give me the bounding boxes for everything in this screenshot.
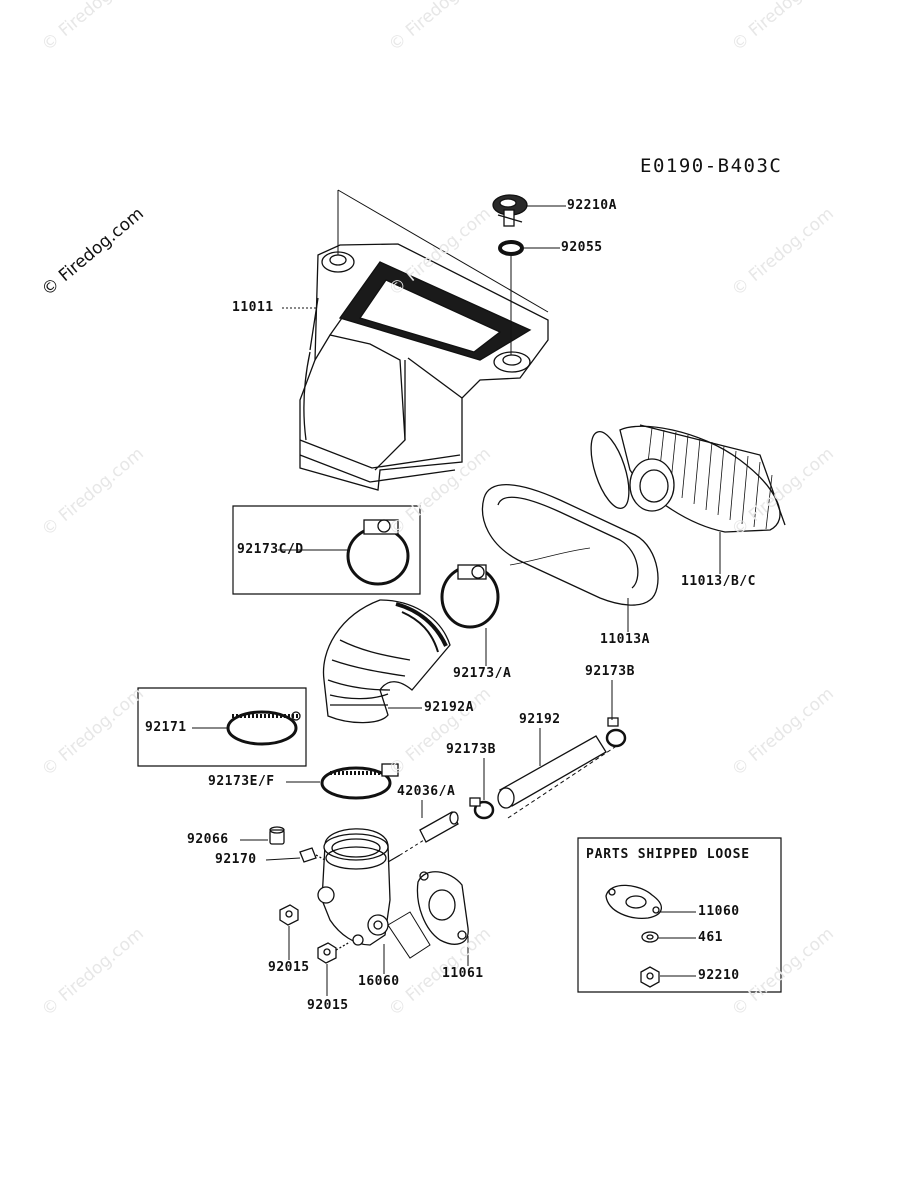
air-cleaner-housing <box>299 243 549 491</box>
callout-92192: 92192 <box>519 712 561 727</box>
small-clamp-mid <box>469 797 495 820</box>
callout-11013A: 11013A <box>600 632 650 647</box>
callout-16060: 16060 <box>358 974 400 989</box>
gasket <box>416 871 469 945</box>
nut-92015-a <box>279 904 299 926</box>
clamp-cd-box <box>232 505 421 595</box>
clamp-92171 <box>226 710 301 746</box>
callout-92055: 92055 <box>561 240 603 255</box>
callout-92015-b: 92015 <box>307 998 349 1013</box>
callout-92173C-D: 92173C/D <box>237 542 304 557</box>
nut-92015-b <box>317 941 351 964</box>
breather-hose <box>497 735 619 819</box>
small-clamp-top <box>605 717 627 748</box>
callout-92170: 92170 <box>215 852 257 867</box>
callout-92066: 92066 <box>187 832 229 847</box>
leader-16060-11061 <box>387 911 431 959</box>
breather-pipe <box>399 811 459 856</box>
leader-lines <box>192 205 721 996</box>
callout-92173E-F: 92173E/F <box>208 774 275 789</box>
callout-461: 461 <box>698 930 723 945</box>
callout-11060: 11060 <box>698 904 740 919</box>
wing-bolt <box>492 194 528 227</box>
parts-loose-box <box>577 837 782 993</box>
callout-11011: 11011 <box>232 300 274 315</box>
parts-loose-title: PARTS SHIPPED LOOSE <box>586 847 750 862</box>
intake-pipe <box>317 828 401 946</box>
nut-92210 <box>640 966 660 988</box>
clamp-upper <box>440 564 500 629</box>
clamp-cd <box>346 519 410 586</box>
callout-92192A: 92192A <box>424 700 474 715</box>
callout-92171: 92171 <box>145 720 187 735</box>
callout-42036-A: 42036/A <box>397 784 456 799</box>
pre-cleaner <box>481 484 659 606</box>
air-filter-element <box>590 424 786 533</box>
elbow-hose <box>322 599 451 724</box>
o-ring <box>498 240 524 256</box>
gasket-11060 <box>605 884 662 919</box>
callout-92210A: 92210A <box>567 198 617 213</box>
clamp-92171-box <box>137 687 307 767</box>
callout-92173-A: 92173/A <box>453 666 512 681</box>
callout-11061: 11061 <box>442 966 484 981</box>
callout-92210: 92210 <box>698 968 740 983</box>
callout-11013-B-C: 11013/B/C <box>681 574 756 589</box>
callout-92173B-top: 92173B <box>585 664 635 679</box>
callout-92015-a: 92015 <box>268 960 310 975</box>
diagram-id: E0190-B403C <box>640 155 783 177</box>
callout-92173B-mid: 92173B <box>446 742 496 757</box>
clamp-ef <box>320 763 399 800</box>
fitting-92170 <box>299 847 326 863</box>
leader-frame <box>337 189 549 313</box>
plug-92066 <box>269 826 285 845</box>
washer-461 <box>641 931 659 943</box>
